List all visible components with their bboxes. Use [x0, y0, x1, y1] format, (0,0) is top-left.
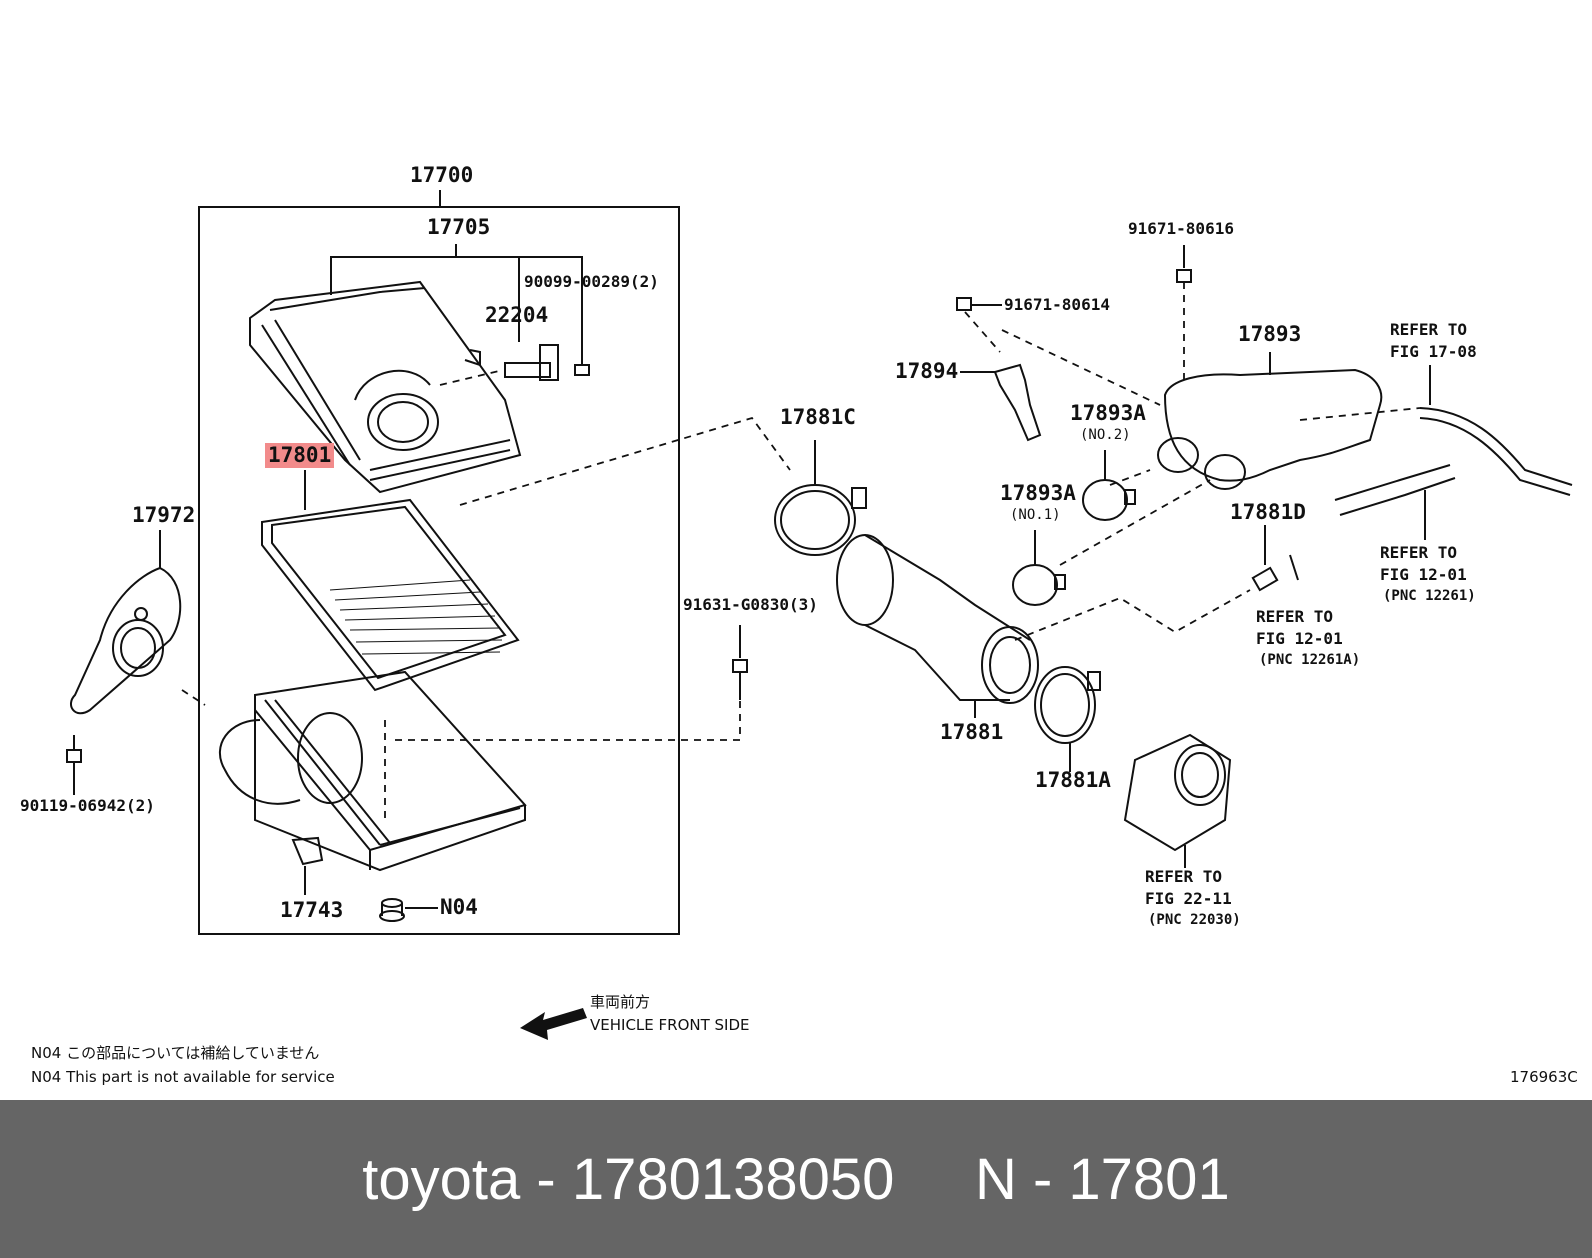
callout-17743: 17743 — [280, 898, 344, 922]
figure-id: 176963C — [1510, 1068, 1578, 1086]
parts-diagram — [66, 190, 1573, 1040]
refer-fig-17-08-line1[interactable]: REFER TO — [1390, 320, 1468, 339]
bolt-90119 — [66, 735, 82, 795]
callout-22204: 22204 — [485, 303, 549, 327]
callout-17972: 17972 — [132, 503, 196, 527]
direction-label-jp: 車両前方 — [590, 993, 651, 1011]
note-n04-jp: N04 この部品については補給していません — [31, 1044, 320, 1062]
refer-fig-12-01a-line2[interactable]: FIG 12-01 — [1256, 629, 1343, 648]
refer-fig-12-01-line1[interactable]: REFER TO — [1380, 543, 1458, 562]
callout-17893: 17893 — [1238, 322, 1302, 346]
footer-text: toyota - 1780138050 N - 17801 — [0, 1100, 1592, 1258]
footer-spacer — [894, 1146, 975, 1213]
refer-fig-17-08-line2[interactable]: FIG 17-08 — [1390, 342, 1477, 361]
bolt-90099 — [574, 355, 590, 376]
clamp-17893a-no2 — [1082, 450, 1136, 521]
clamp-17881c — [774, 440, 867, 556]
callout-17881c: 17881C — [780, 405, 856, 429]
callout-91671-80614: 91671-80614 — [1004, 295, 1110, 314]
refer-fig-12-01-pnc: (PNC 12261) — [1383, 588, 1476, 604]
refer-fig-22-11-pnc: (PNC 22030) — [1148, 912, 1241, 928]
assembly-frame — [198, 206, 680, 935]
bolt-91671-80614 — [956, 297, 1002, 311]
footer-pnc: N - 17801 — [974, 1146, 1230, 1212]
callout-90099-00289: 90099-00289(2) — [524, 272, 659, 291]
refer-fig-12-01a-line1[interactable]: REFER TO — [1256, 607, 1334, 626]
bracket-17972 — [70, 530, 182, 715]
air-intake-hose — [836, 534, 1039, 718]
refer-fig-12-01-line2[interactable]: FIG 12-01 — [1380, 565, 1467, 584]
refer-fig-22-11-line1[interactable]: REFER TO — [1145, 867, 1223, 886]
clamp-17881a — [1034, 666, 1101, 772]
callout-17881d: 17881D — [1230, 500, 1306, 524]
bracket-17894 — [960, 363, 1042, 442]
breather-hose — [1334, 365, 1573, 540]
callout-17705: 17705 — [427, 215, 491, 239]
note-n04-en: N04 This part is not available for servi… — [31, 1068, 335, 1086]
throttle-body — [1123, 733, 1232, 868]
mass-air-flow-sensor — [504, 344, 559, 381]
footer-bar: toyota - 1780138050 N - 17801 — [0, 1100, 1592, 1258]
refer-fig-22-11-line2[interactable]: FIG 22-11 — [1145, 889, 1232, 908]
front-direction-arrow — [520, 1008, 587, 1040]
direction-label-en: VEHICLE FRONT SIDE — [590, 1016, 750, 1034]
air-filter-element — [261, 470, 520, 692]
callout-17893a-no1: 17893A — [1000, 481, 1076, 505]
sensor-17881d — [1251, 525, 1299, 592]
resonator-17893 — [1157, 352, 1383, 490]
grommet-n04 — [379, 898, 438, 922]
refer-fig-12-01a-pnc: (PNC 12261A) — [1259, 652, 1361, 668]
callout-91631-g0830: 91631-G0830(3) — [683, 595, 818, 614]
callout-17894: 17894 — [895, 359, 959, 383]
bolt-91671-80616 — [1176, 245, 1192, 283]
callout-17881a: 17881A — [1035, 768, 1111, 792]
air-cleaner-case — [219, 670, 527, 872]
air-cleaner-cap — [249, 280, 522, 494]
callout-17801-highlighted[interactable]: 17801 — [265, 443, 335, 468]
pad-17743 — [291, 836, 324, 895]
callout-17893a-no2: 17893A — [1070, 401, 1146, 425]
callout-17700: 17700 — [410, 163, 474, 187]
callout-17893a-no2-sub: (NO.2) — [1080, 427, 1131, 443]
footer-brand-part-number: toyota - 1780138050 — [362, 1146, 895, 1212]
callout-90119-06942: 90119-06942(2) — [20, 796, 155, 815]
callout-17893a-no1-sub: (NO.1) — [1010, 507, 1061, 523]
callout-17881: 17881 — [940, 720, 1004, 744]
bolt-91631 — [732, 625, 748, 700]
callout-n04: N04 — [440, 895, 478, 919]
callout-91671-80616: 91671-80616 — [1128, 219, 1234, 238]
clamp-17893a-no1 — [1012, 530, 1066, 606]
